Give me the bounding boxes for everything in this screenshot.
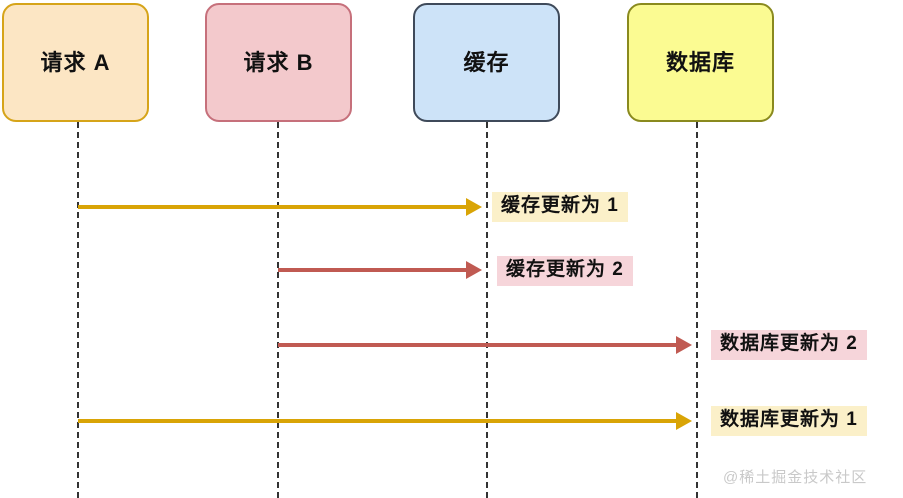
message-arrowhead-db-update-1 xyxy=(676,412,692,430)
message-line-db-update-2 xyxy=(278,343,676,347)
message-note-text-db-update-2: 数据库更新为 2 xyxy=(720,333,858,354)
message-note-db-update-1: 数据库更新为 1 xyxy=(711,406,867,436)
participant-box-database: 数据库 xyxy=(627,3,774,122)
message-note-text-cache-update-2: 缓存更新为 2 xyxy=(506,259,624,280)
participant-box-cache: 缓存 xyxy=(413,3,560,122)
lifeline-cache xyxy=(486,122,488,498)
message-line-db-update-1 xyxy=(78,419,676,423)
watermark: @稀土掘金技术社区 xyxy=(723,469,868,486)
participant-box-request-b: 请求 B xyxy=(205,3,352,122)
message-line-cache-update-2 xyxy=(278,268,466,272)
message-note-text-db-update-1: 数据库更新为 1 xyxy=(720,409,858,430)
lifeline-request-a xyxy=(77,122,79,498)
message-note-db-update-2: 数据库更新为 2 xyxy=(711,330,867,360)
participant-label-request-a: 请求 A xyxy=(40,49,111,75)
participant-label-request-b: 请求 B xyxy=(243,49,314,75)
participant-label-database: 数据库 xyxy=(665,49,735,75)
message-line-cache-update-1 xyxy=(78,205,466,209)
message-arrowhead-cache-update-2 xyxy=(466,261,482,279)
message-arrowhead-cache-update-1 xyxy=(466,198,482,216)
message-note-cache-update-1: 缓存更新为 1 xyxy=(492,192,628,222)
participant-label-cache: 缓存 xyxy=(463,49,510,75)
message-note-cache-update-2: 缓存更新为 2 xyxy=(497,256,633,286)
participant-box-request-a: 请求 A xyxy=(2,3,149,122)
lifeline-database xyxy=(696,122,698,498)
message-arrowhead-db-update-2 xyxy=(676,336,692,354)
lifeline-request-b xyxy=(277,122,279,498)
message-note-text-cache-update-1: 缓存更新为 1 xyxy=(501,195,619,216)
